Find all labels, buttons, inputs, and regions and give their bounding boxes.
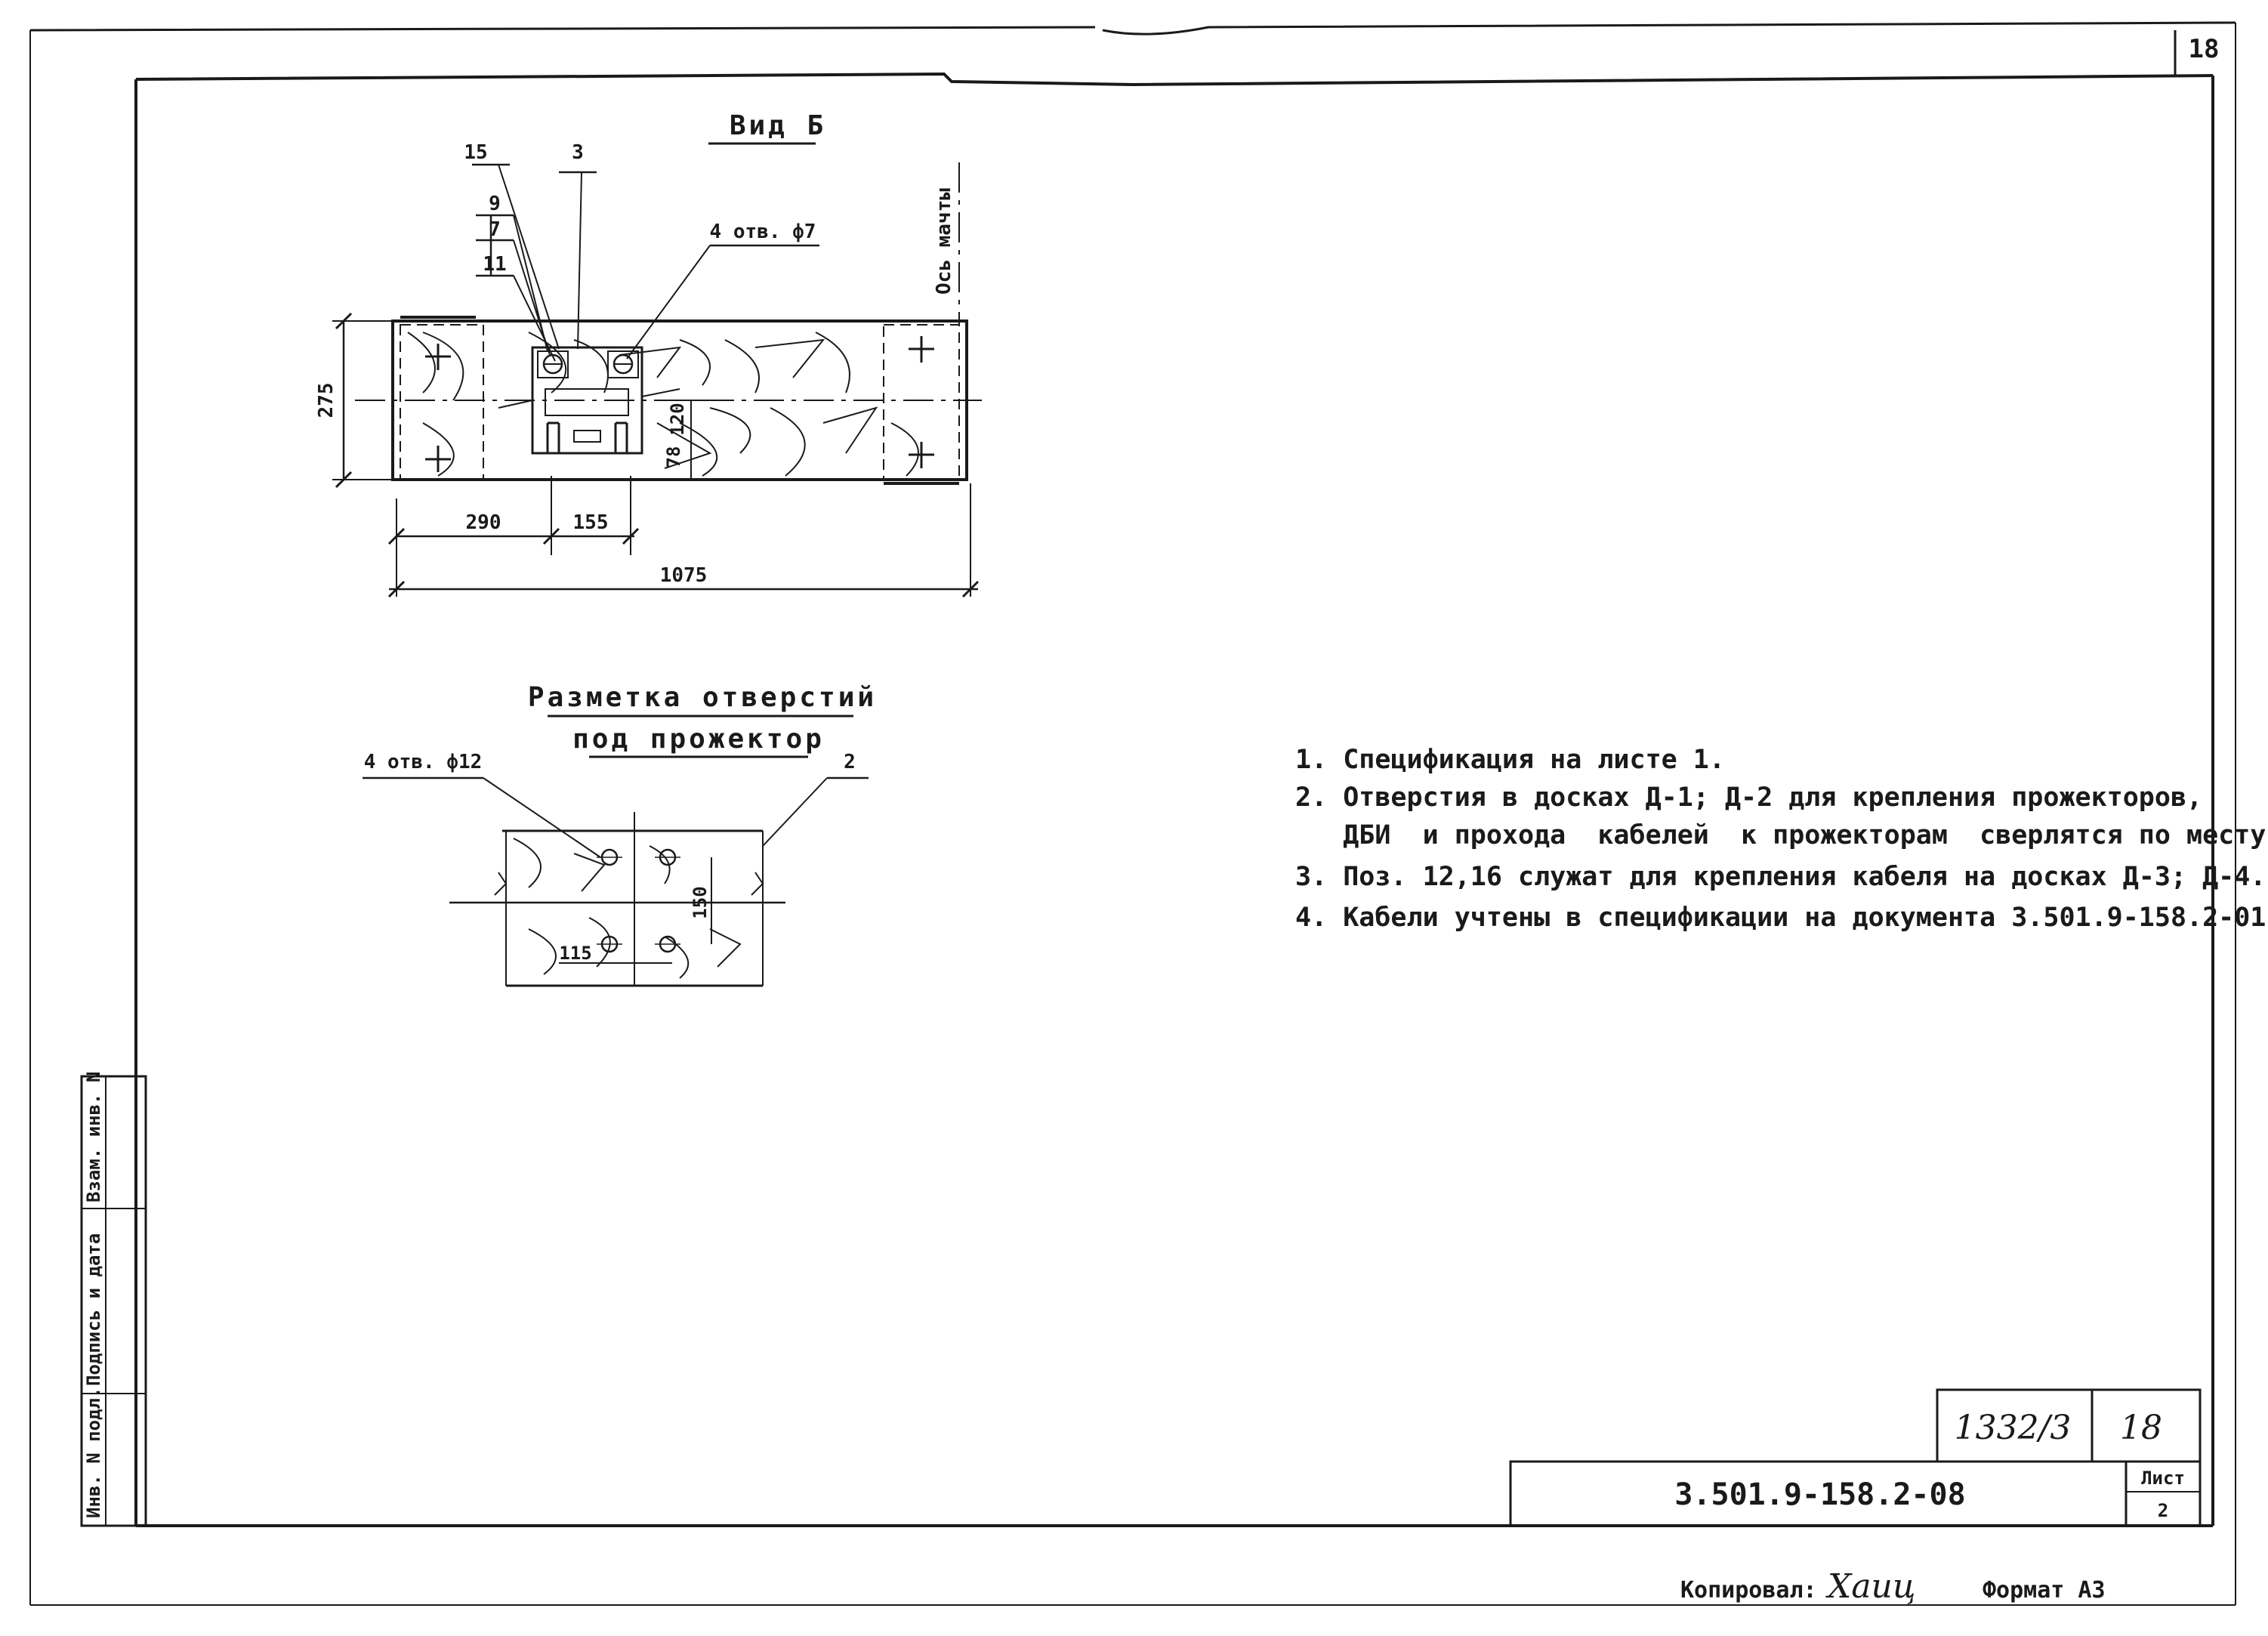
dim-120: 120 — [667, 403, 688, 435]
holes-layout: Разметка отверстий под прожектор 4 отв. … — [363, 682, 877, 987]
note-3: 3. Поз. 12,16 служат для крепления кабел… — [1295, 862, 2266, 892]
leader-9: 9 — [489, 193, 501, 215]
leader-11: 11 — [483, 253, 506, 276]
view-b-title: Вид Б — [730, 110, 826, 141]
format-label: Формат А3 — [1983, 1577, 2106, 1604]
dim-1075: 1075 — [660, 564, 708, 587]
holes-layout-title-1: Разметка отверстий — [528, 682, 877, 713]
holes-layout-leader-2: 2 — [844, 751, 856, 773]
title-block — [1509, 1388, 2202, 1527]
dim-155: 155 — [573, 511, 609, 534]
note-1: 1. Спецификация на листе 1. — [1295, 745, 1725, 775]
sheet-label: Лист — [2141, 1468, 2185, 1489]
album-number: 1332/3 — [1955, 1409, 2072, 1447]
holes-dim-150: 150 — [690, 886, 711, 918]
side-stamp-replace: Взам. инв. N — [83, 1072, 104, 1202]
holes-layout-title-2: под прожектор — [572, 724, 825, 755]
sheet-number: 2 — [2158, 1500, 2168, 1521]
view-b: Вид Б — [315, 110, 982, 598]
document-designation: 3.501.9-158.2-08 — [1674, 1477, 1965, 1512]
copied-signature: Хаиц — [1825, 1567, 1916, 1606]
sheet-corner-number: 18 — [2189, 34, 2220, 64]
leader-7: 7 — [489, 218, 501, 241]
holes-dim-115: 115 — [559, 943, 591, 964]
notes: 1. Спецификация на листе 1. 2. Отверстия… — [1295, 745, 2268, 933]
dim-78: 78 — [663, 446, 684, 468]
holes-layout-callout: 4 отв. ф12 — [364, 751, 483, 773]
leader-15: 15 — [464, 141, 487, 164]
note-2: 2. Отверстия в досках Д-1; Д-2 для крепл… — [1295, 783, 2202, 813]
sheet-hand-number: 18 — [2120, 1409, 2162, 1447]
note-4: 4. Кабели учтены в спецификации на докум… — [1295, 903, 2266, 933]
dim-275: 275 — [315, 383, 338, 418]
side-stamp-sign: Подпись и дата — [83, 1233, 104, 1386]
view-b-hole-callout: 4 отв. ф7 — [710, 221, 816, 243]
leader-3: 3 — [572, 141, 584, 164]
side-stamp — [80, 1075, 147, 1527]
side-stamp-inv: Инв. N подл. — [83, 1388, 104, 1518]
sheet-borders — [29, 21, 2236, 1606]
note-2-cont: ДБИ и прохода кабелей к прожекторам свер… — [1295, 820, 2268, 850]
copied-label: Копировал: — [1680, 1577, 1817, 1604]
dim-290: 290 — [466, 511, 501, 534]
mast-axis-label: Ось мачты — [933, 188, 955, 295]
